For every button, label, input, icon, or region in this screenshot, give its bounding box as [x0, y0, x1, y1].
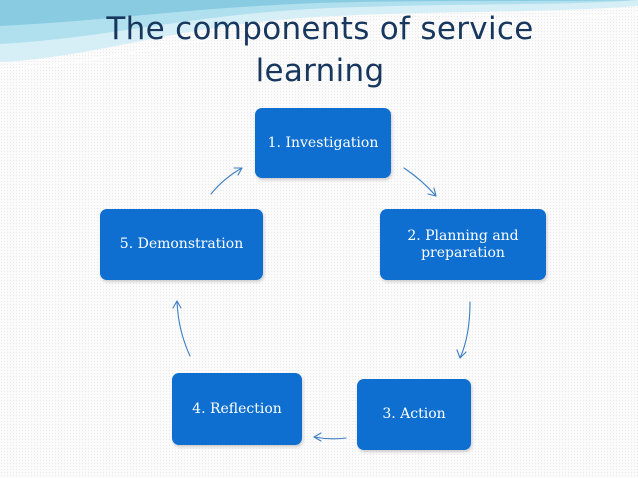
- arrow-investigation-to-planning: [403, 167, 437, 197]
- arrow-action-to-reflection: [313, 432, 347, 442]
- node-label-investigation: 1. Investigation: [267, 134, 379, 151]
- node-label-planning: 2. Planning and preparation: [407, 227, 519, 261]
- cycle-node-planning: 2. Planning and preparation: [380, 209, 546, 280]
- cycle-node-reflection: 4. Reflection: [172, 373, 302, 445]
- node-label-action: 3. Action: [382, 406, 446, 422]
- cycle-node-investigation: 1. Investigation: [255, 108, 391, 178]
- swoosh-band-dark: [0, 0, 638, 26]
- cycle-node-demonstration: 5. Demonstration: [100, 209, 263, 280]
- slide-title: The components of service learning: [106, 11, 534, 89]
- arrow-planning-to-action: [456, 301, 471, 359]
- swoosh-line: [0, 13, 638, 71]
- header-swoosh-decoration: [0, 0, 638, 71]
- node-label-demonstration: 5. Demonstration: [119, 236, 244, 252]
- arrow-demonstration-to-investigation: [210, 167, 243, 195]
- node-label-reflection: 4. Reflection: [192, 400, 282, 417]
- cycle-node-action: 3. Action: [357, 379, 471, 450]
- arrow-reflection-to-demonstration: [172, 300, 191, 357]
